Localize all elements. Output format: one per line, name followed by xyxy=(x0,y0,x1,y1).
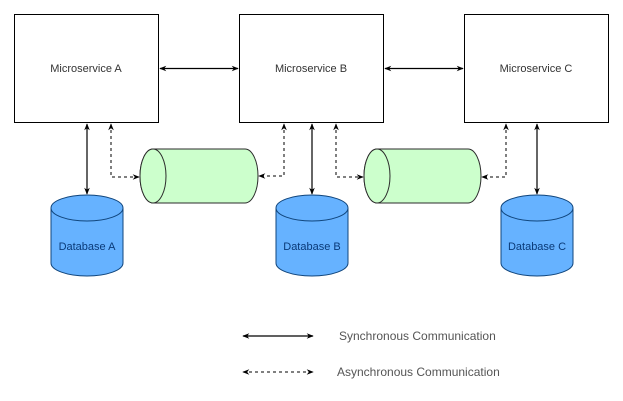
service-microservice-a[interactable]: Microservice A xyxy=(14,14,159,123)
legend: Synchronous Communication Asynchronous C… xyxy=(242,329,500,379)
service-microservice-c[interactable]: Microservice C xyxy=(464,14,609,123)
database-c[interactable]: Database C xyxy=(500,194,574,277)
database-body xyxy=(50,208,124,277)
database-top xyxy=(275,194,349,222)
service-microservice-b[interactable]: Microservice B xyxy=(239,14,384,123)
legend-item-sync: Synchronous Communication xyxy=(242,329,496,343)
database-body xyxy=(500,208,574,277)
queue-end-cap xyxy=(363,148,391,204)
queue-q2[interactable] xyxy=(363,148,482,204)
database-top xyxy=(50,194,124,222)
database-label: Database C xyxy=(508,241,566,253)
service-label: Microservice A xyxy=(50,63,122,75)
database-body xyxy=(275,208,349,277)
async-edge-b-q1[interactable] xyxy=(258,123,287,179)
async-edge-a-q1[interactable] xyxy=(108,123,140,180)
legend-sync-label: Synchronous Communication xyxy=(339,329,496,343)
service-label: Microservice B xyxy=(275,63,347,75)
async-edge-b-q2[interactable] xyxy=(333,123,364,180)
database-top xyxy=(500,194,574,222)
service-box xyxy=(14,14,159,123)
service-box xyxy=(464,14,609,123)
database-label: Database A xyxy=(59,241,117,253)
queue-q1[interactable] xyxy=(139,148,259,204)
service-box xyxy=(239,14,384,123)
async-edge-c-q2[interactable] xyxy=(481,123,509,180)
database-a[interactable]: Database A xyxy=(50,194,124,277)
legend-async-label: Asynchronous Communication xyxy=(337,365,500,379)
database-b[interactable]: Database B xyxy=(275,194,349,277)
legend-item-async: Asynchronous Communication xyxy=(242,365,500,379)
queue-end-cap xyxy=(139,148,167,204)
service-label: Microservice C xyxy=(500,63,573,75)
database-label: Database B xyxy=(283,241,340,253)
